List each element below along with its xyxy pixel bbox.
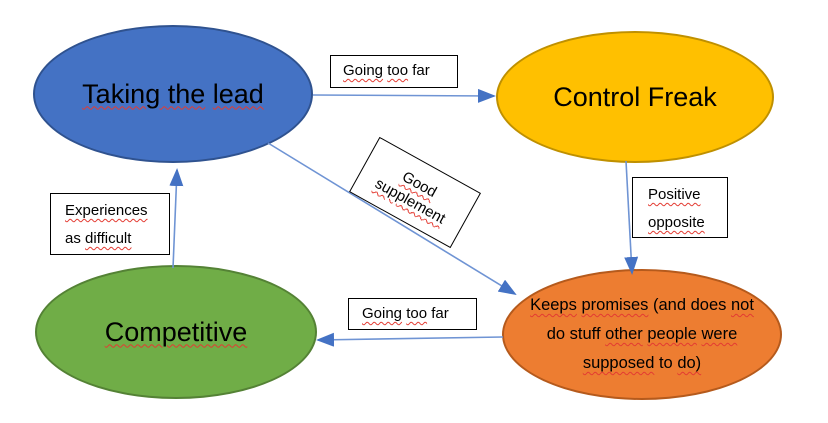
node-keeps-promises: Keeps promises (and does not do stuff ot… bbox=[502, 269, 782, 400]
node-keeps-promises-label-line1: Keeps promises (and does not bbox=[530, 296, 754, 314]
arrow-competitive-to-lead bbox=[169, 168, 184, 269]
node-keeps-promises-label-line3: supposed to do) bbox=[582, 354, 702, 372]
label-positive-opposite: Positive opposite bbox=[632, 177, 728, 238]
node-taking-the-lead: Taking the lead bbox=[33, 25, 313, 163]
node-competitive-label: Competitive bbox=[104, 316, 248, 347]
arrow-control-to-keeps bbox=[624, 160, 639, 275]
node-competitive: Competitive bbox=[35, 265, 317, 399]
node-keeps-promises-label-line2: do stuff other people were bbox=[546, 325, 738, 343]
node-control-freak: Control Freak bbox=[496, 31, 774, 163]
arrow-lead-to-control bbox=[312, 88, 496, 103]
arrow-lead-to-keeps bbox=[267, 142, 517, 296]
label-going-too-far-bottom: Going too far bbox=[348, 298, 477, 330]
label-experiences-as-difficult: Experiences as difficult bbox=[50, 193, 170, 255]
node-taking-the-lead-label: Taking the lead bbox=[82, 78, 264, 109]
label-going-too-far-top: Going too far bbox=[330, 55, 458, 88]
arrow-keeps-to-competitive bbox=[316, 332, 504, 347]
node-control-freak-label: Control Freak bbox=[553, 81, 717, 112]
